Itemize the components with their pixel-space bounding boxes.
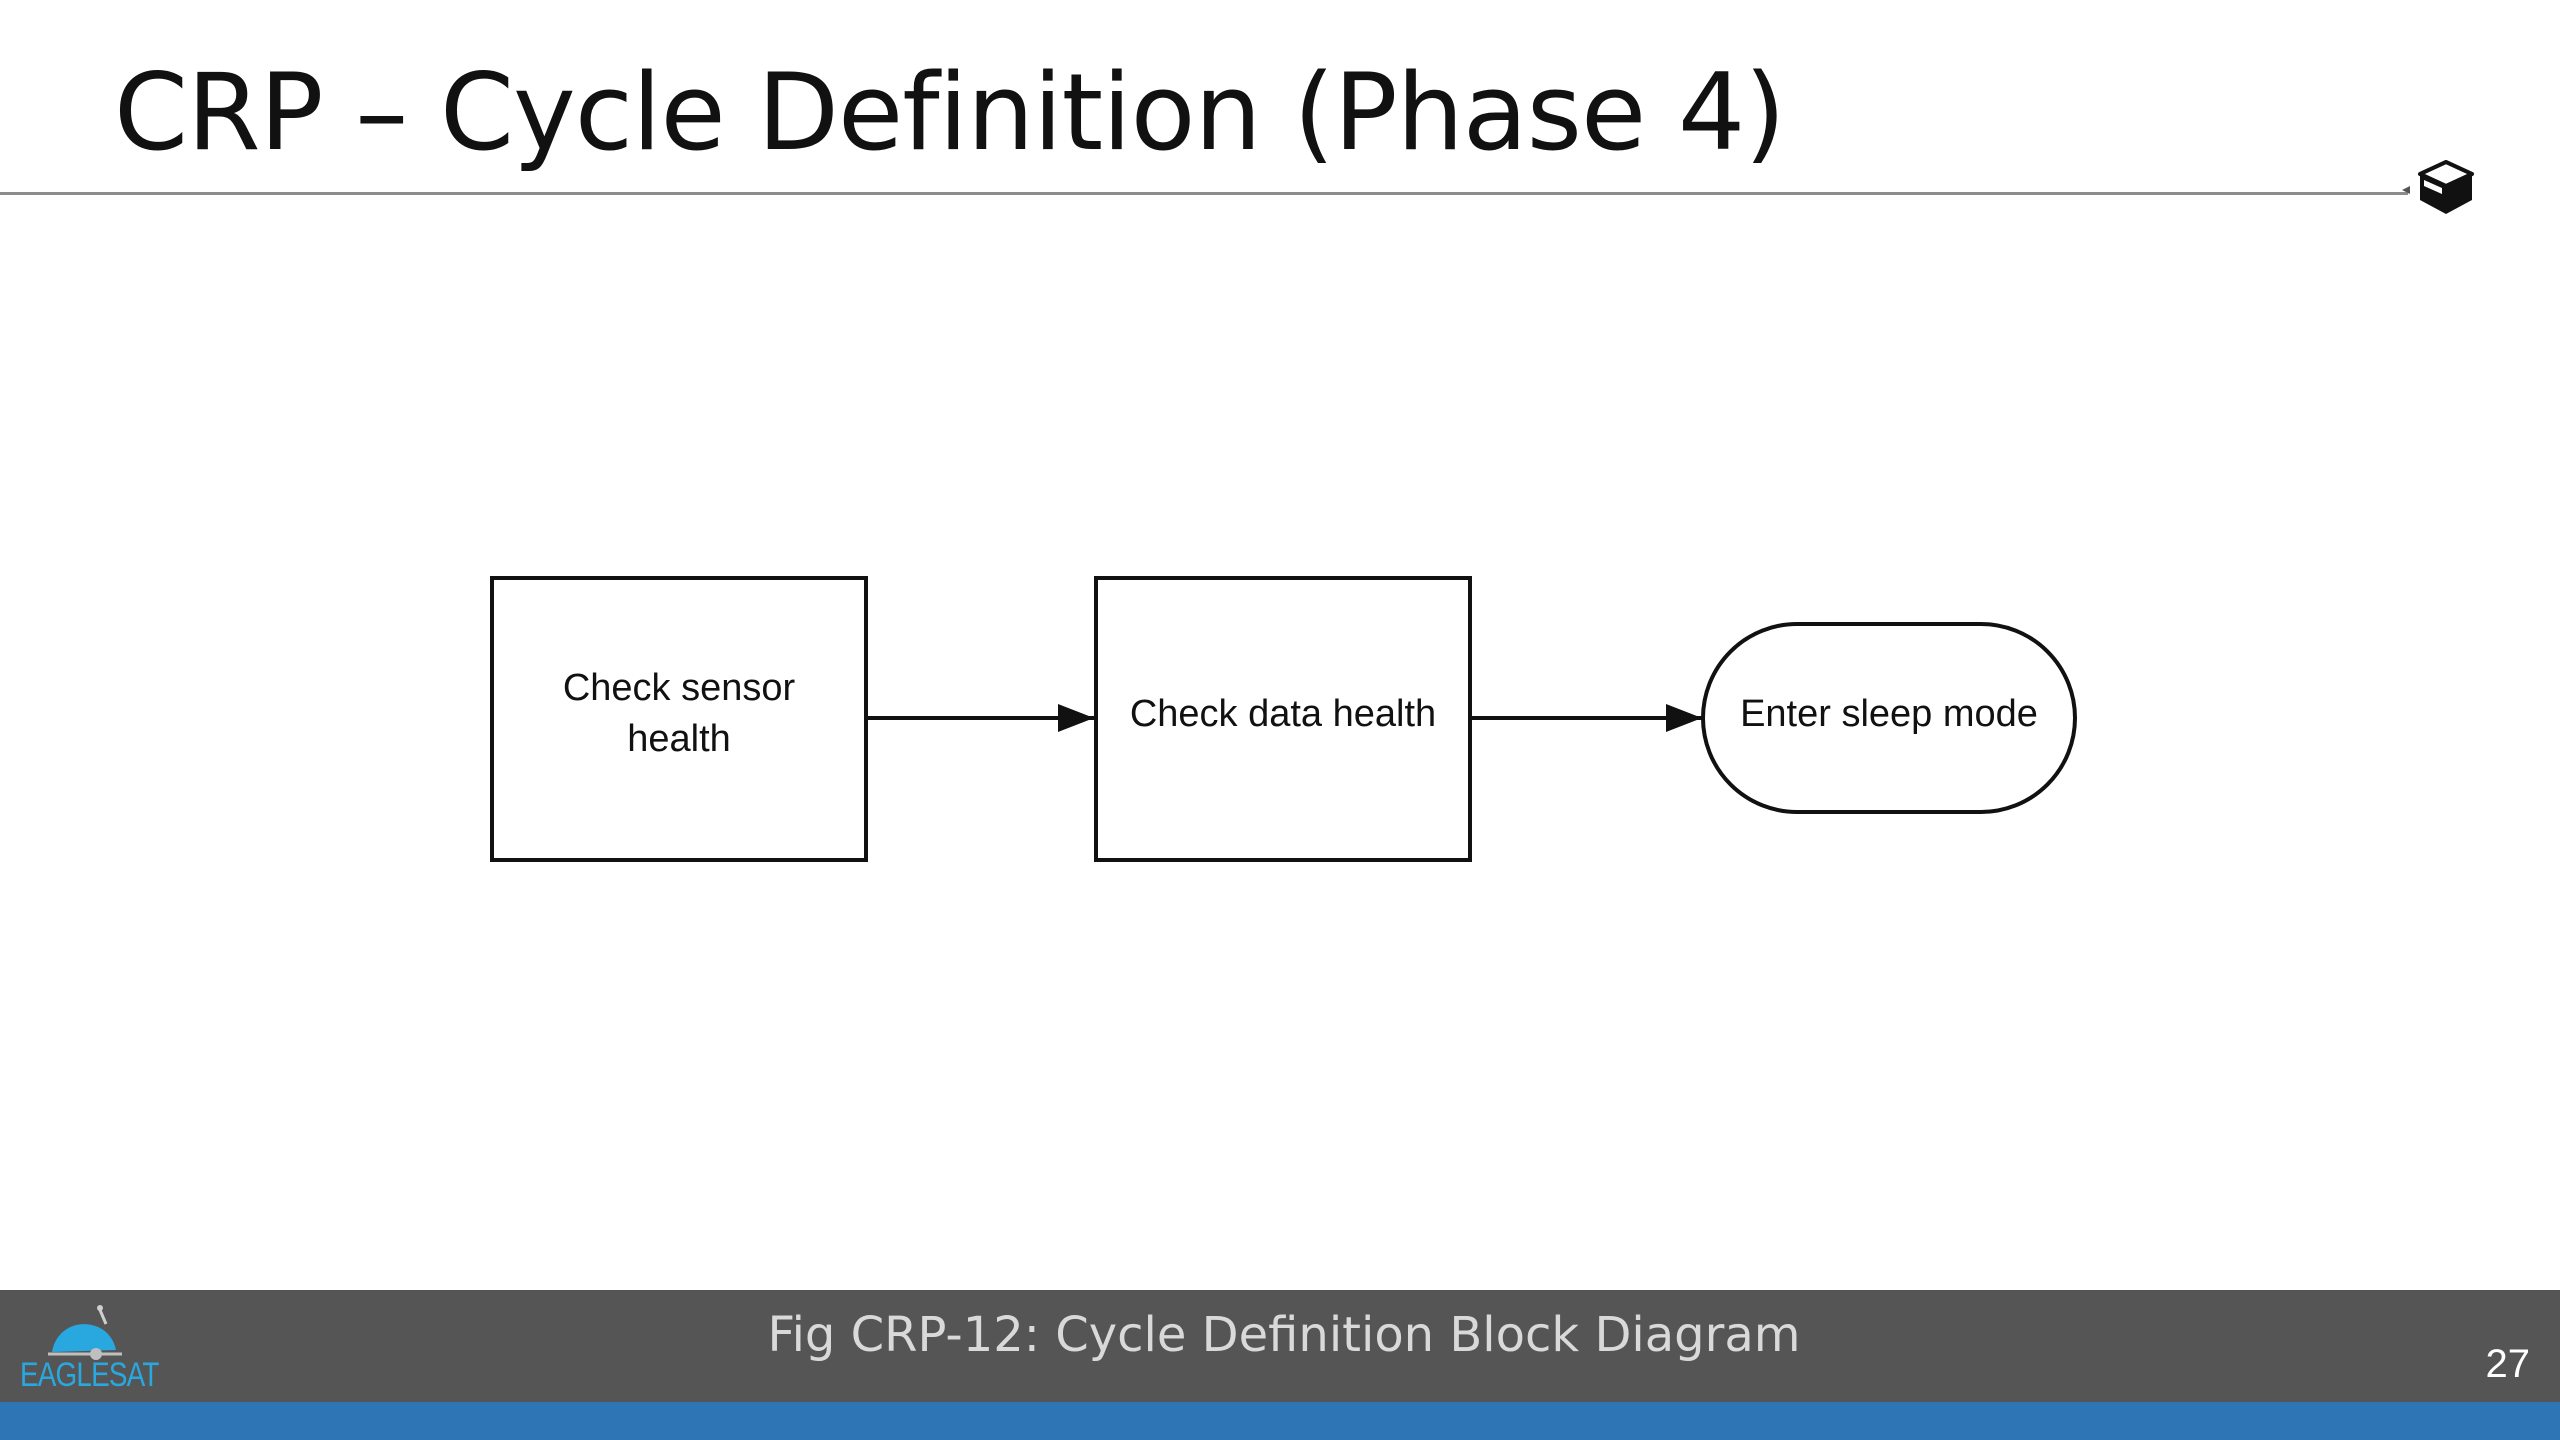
node-label: Check data health [1130,693,1436,735]
page-number: 27 [2485,1342,2531,1386]
eaglesat-logo-text: EAGLESAT [20,1356,159,1394]
figure-caption: Fig CRP-12: Cycle Definition Block Diagr… [767,1307,1801,1363]
block-diagram: Check sensor health Check data health En… [490,576,2077,862]
diagram-node-check-data-health: Check data health [1094,576,1472,862]
diagram-node-check-sensor-health: Check sensor health [490,576,868,862]
title-divider [0,192,2408,195]
node-label: Check sensor [563,667,796,709]
slide-title: CRP – Cycle Definition (Phase 4) [114,51,1786,174]
cube-icon [2402,160,2474,214]
diagram-node-enter-sleep-mode: Enter sleep mode [1701,622,2077,814]
footer-accent-strip [0,1402,2560,1440]
arrowhead-icon [1666,704,1702,732]
node-label: Enter sleep mode [1740,693,2038,735]
node-label: health [627,718,731,760]
satellite-dome-icon [48,1305,122,1360]
arrowhead-icon [1058,704,1094,732]
footer-bar [0,1290,2560,1402]
